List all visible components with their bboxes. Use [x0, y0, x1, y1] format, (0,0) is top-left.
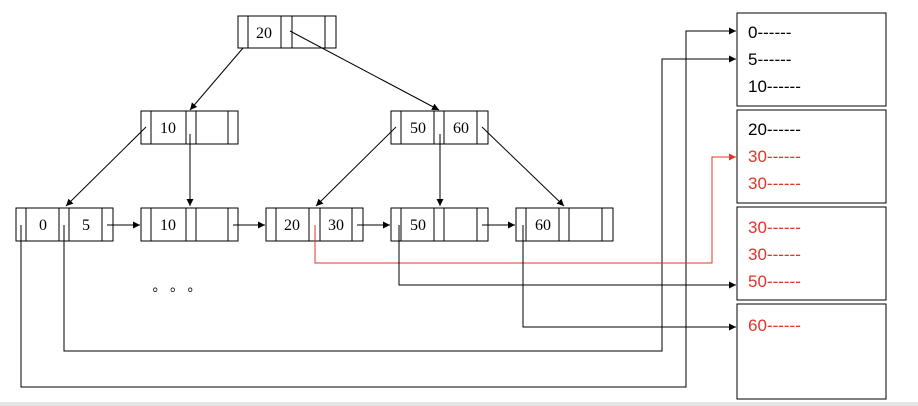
record-pointers: [20, 27, 736, 388]
data-page-4: [736, 303, 887, 400]
record-row: 30------: [748, 245, 801, 264]
ellipsis: 。 。 。: [153, 280, 202, 295]
internal-node-right: [390, 110, 489, 145]
record-row: 10------: [748, 77, 801, 96]
pointer-key-30: [314, 153, 736, 264]
leaf-3-key-2: 30: [328, 217, 344, 234]
leaf-2-key-1: 10: [160, 217, 176, 234]
internal-right-key-2: 60: [453, 120, 469, 137]
leaf-4-key-1: 50: [410, 217, 426, 234]
tree-edges: [65, 30, 565, 229]
internal-left-key-1: 10: [160, 120, 176, 137]
record-row: 5------: [748, 50, 791, 69]
record-row: 0------: [748, 23, 791, 42]
record-row: 50------: [748, 272, 801, 291]
pointer-key-5: [63, 55, 736, 352]
record-row: 20------: [748, 120, 801, 139]
record-row: 30------: [748, 174, 801, 193]
leaf-node-5: [515, 207, 614, 242]
leaf-5-key-1: 60: [535, 217, 551, 234]
leaf-node-2: [140, 207, 239, 242]
leaf-3-key-1: 20: [284, 217, 300, 234]
root-node: [237, 15, 337, 49]
leaf-node-4: [390, 207, 489, 242]
data-page-2: [736, 109, 887, 204]
data-page-1: [736, 12, 887, 107]
bottom-strip: [0, 402, 918, 406]
edge-root-right: [289, 30, 440, 111]
edge-root-left: [189, 47, 244, 111]
pointer-key-0: [20, 27, 736, 388]
record-row: 60------: [748, 316, 801, 335]
pointer-key-60: [522, 225, 736, 331]
record-row: 30------: [748, 218, 801, 237]
edge-right-leaf5: [481, 126, 565, 207]
leaf-1-key-1: 0: [39, 217, 47, 234]
edge-left-leaf1: [65, 126, 147, 207]
edge-right-leaf3: [315, 126, 397, 207]
data-page-3: [736, 206, 887, 301]
root-key-1: 20: [256, 25, 272, 42]
leaf-1-key-2: 5: [82, 217, 90, 234]
pointer-key-50: [398, 225, 736, 289]
record-row: 30------: [748, 147, 801, 166]
internal-right-key-1: 50: [410, 120, 426, 137]
